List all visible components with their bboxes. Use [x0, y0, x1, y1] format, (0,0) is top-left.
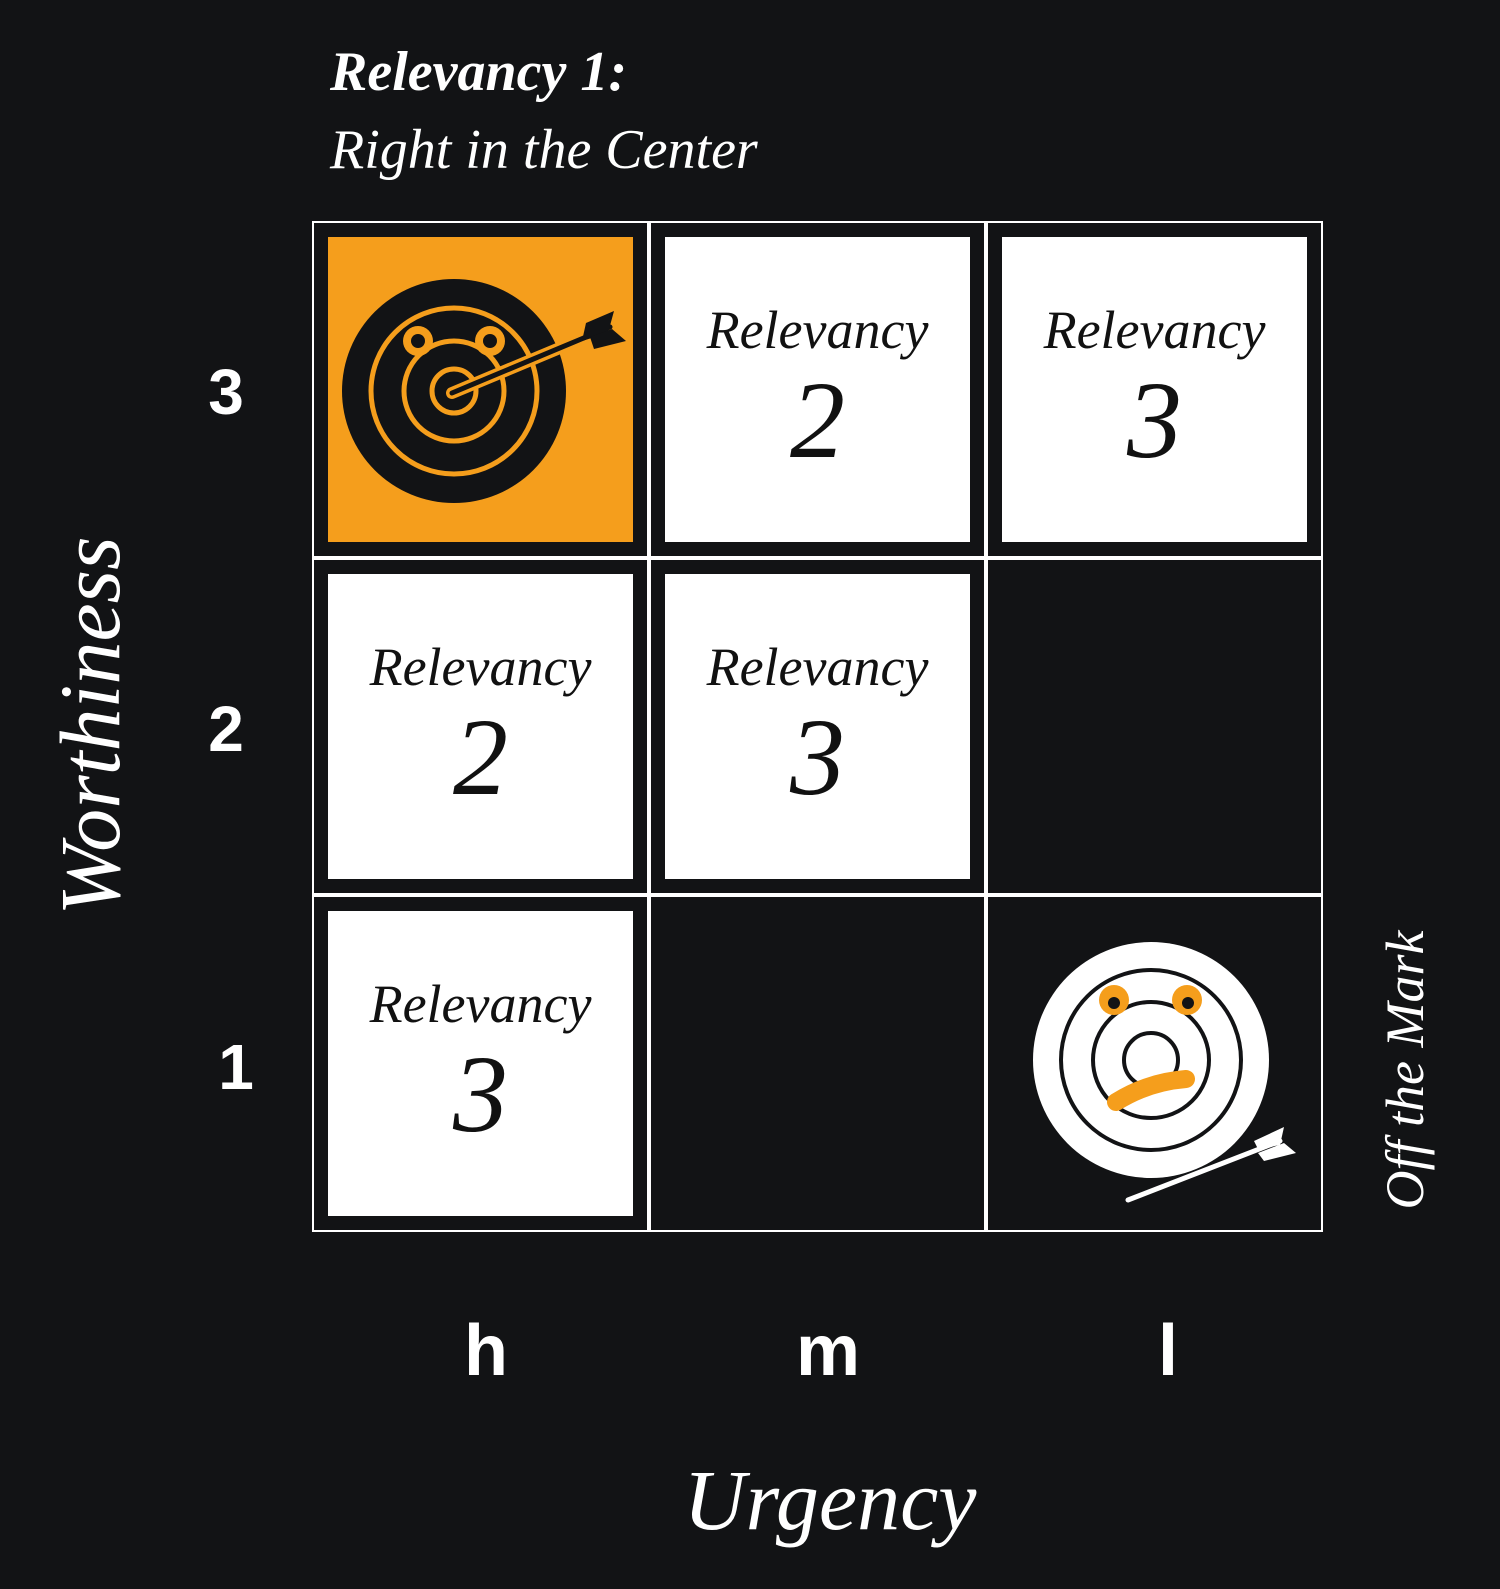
- title-line-1: Relevancy 1:: [330, 41, 627, 103]
- x-tick-l: l: [1157, 1311, 1178, 1391]
- target-miss-icon: [1033, 942, 1296, 1203]
- cell-number: 2: [790, 359, 845, 481]
- off-the-mark-label: Off the Mark: [1375, 930, 1435, 1210]
- cell-label: Relevancy: [706, 300, 929, 360]
- cell-label: Relevancy: [1043, 300, 1266, 360]
- x-tick-h: h: [464, 1311, 508, 1391]
- cell-label: Relevancy: [369, 974, 592, 1034]
- title-line-2: Right in the Center: [330, 119, 758, 181]
- cell-number: 3: [790, 696, 845, 818]
- cell-w3-h: [312, 221, 649, 558]
- cell-number: 2: [453, 696, 508, 818]
- relevancy-1-cell: [328, 237, 633, 542]
- cell-number: 3: [1127, 359, 1182, 481]
- x-tick-m: m: [795, 1311, 861, 1391]
- y-tick-2: 2: [208, 693, 244, 765]
- cell-label: Relevancy: [369, 637, 592, 697]
- y-tick-3: 3: [208, 356, 244, 428]
- y-axis-label: Worthiness: [42, 536, 138, 916]
- cell-w1-l: [986, 895, 1323, 1232]
- x-axis-label: Urgency: [683, 1452, 977, 1548]
- cell-number: 3: [453, 1033, 508, 1155]
- cell-w1-m-empty: [649, 895, 986, 1232]
- target-hit-icon: [342, 279, 626, 503]
- cell-w2-l-empty: [986, 558, 1323, 895]
- cell-label: Relevancy: [706, 637, 929, 697]
- y-tick-1: 1: [218, 1031, 254, 1103]
